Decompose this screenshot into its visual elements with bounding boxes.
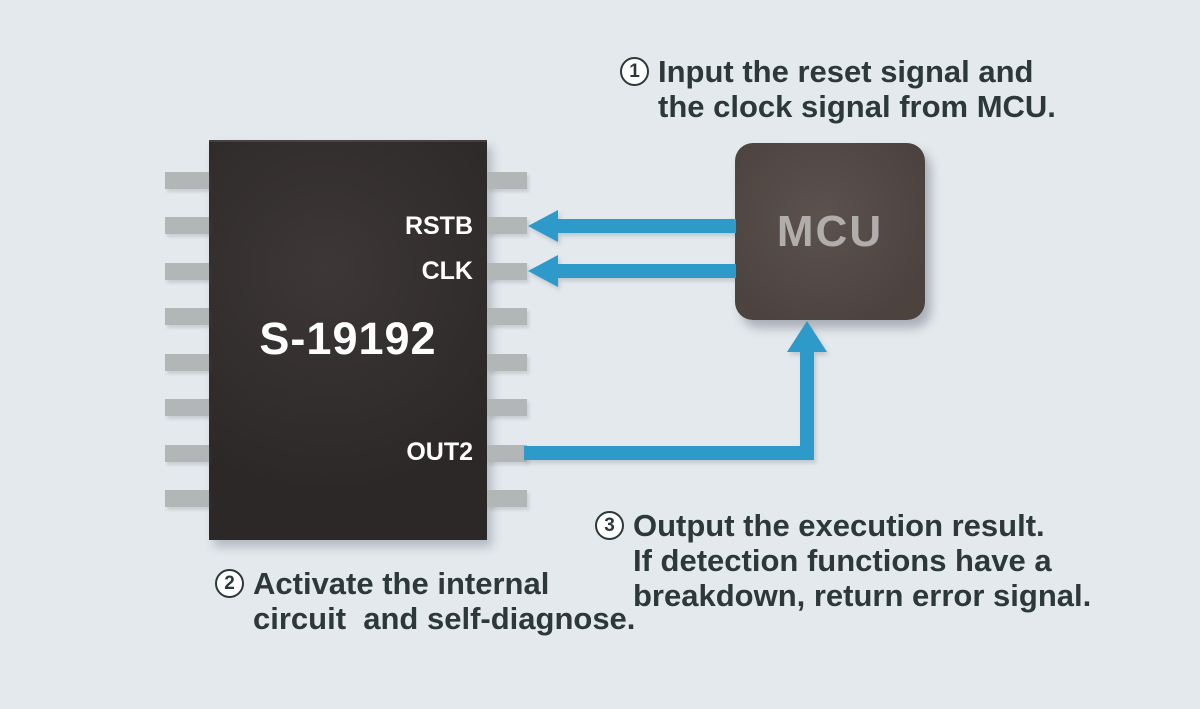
pin-label-clk: CLK [421, 257, 473, 285]
chip-pin-right-2-rstb [487, 217, 527, 234]
step-3-number-badge: 3 [595, 511, 624, 540]
chip-pin-right-8 [487, 490, 527, 507]
chip-pin-left-5 [165, 354, 209, 371]
rstb-arrow [528, 210, 736, 242]
chip-pin-left-7 [165, 445, 209, 462]
out2-arrow [524, 321, 827, 460]
step-2-number-badge: 2 [215, 569, 244, 598]
chip-pin-left-2 [165, 217, 209, 234]
chip-pin-right-3-clk [487, 263, 527, 280]
pin-label-rstb: RSTB [404, 212, 473, 240]
step-1-line-1: 1 Input the reset signal and [620, 54, 1056, 89]
chip-pin-right-7-out2 [487, 445, 527, 462]
step-3-text-line-3: breakdown, return error signal. [633, 578, 1092, 613]
step-3-line-1: 3 Output the execution result. [595, 508, 1091, 543]
step-2-text-line-2: circuit and self-diagnose. [253, 601, 636, 636]
step-3-text-line-2: If detection functions have a [633, 543, 1052, 578]
step-3-annotation: 3 Output the execution result. If detect… [595, 508, 1091, 613]
clk-arrow [528, 255, 736, 287]
step-3-text-line-1: Output the execution result. [633, 508, 1045, 543]
step-2-annotation: 2 Activate the internal circuit and self… [215, 566, 635, 636]
step-1-text-line-2: the clock signal from MCU. [658, 89, 1056, 124]
step-1-number-badge: 1 [620, 57, 649, 86]
step-2-text-line-1: Activate the internal [253, 566, 550, 601]
chip-pin-left-1 [165, 172, 209, 189]
pin-label-out2: OUT2 [406, 438, 473, 466]
step-1-annotation: 1 Input the reset signal and the clock s… [620, 54, 1056, 124]
mcu-chip: MCU [735, 143, 925, 320]
chip-pin-left-3 [165, 263, 209, 280]
mcu-label: MCU [776, 206, 884, 256]
chip-pin-right-1 [487, 172, 527, 189]
step-2-line-1: 2 Activate the internal [215, 566, 635, 601]
chip-pin-right-6 [487, 399, 527, 416]
step-1-text-line-1: Input the reset signal and [658, 54, 1034, 89]
chip-pin-left-4 [165, 308, 209, 325]
ic-chip: S-19192 RSTB CLK OUT2 [209, 140, 487, 540]
chip-pin-left-8 [165, 490, 209, 507]
chip-pin-right-5 [487, 354, 527, 371]
chip-pin-right-4 [487, 308, 527, 325]
chip-pin-left-6 [165, 399, 209, 416]
chip-name: S-19192 [259, 313, 437, 364]
